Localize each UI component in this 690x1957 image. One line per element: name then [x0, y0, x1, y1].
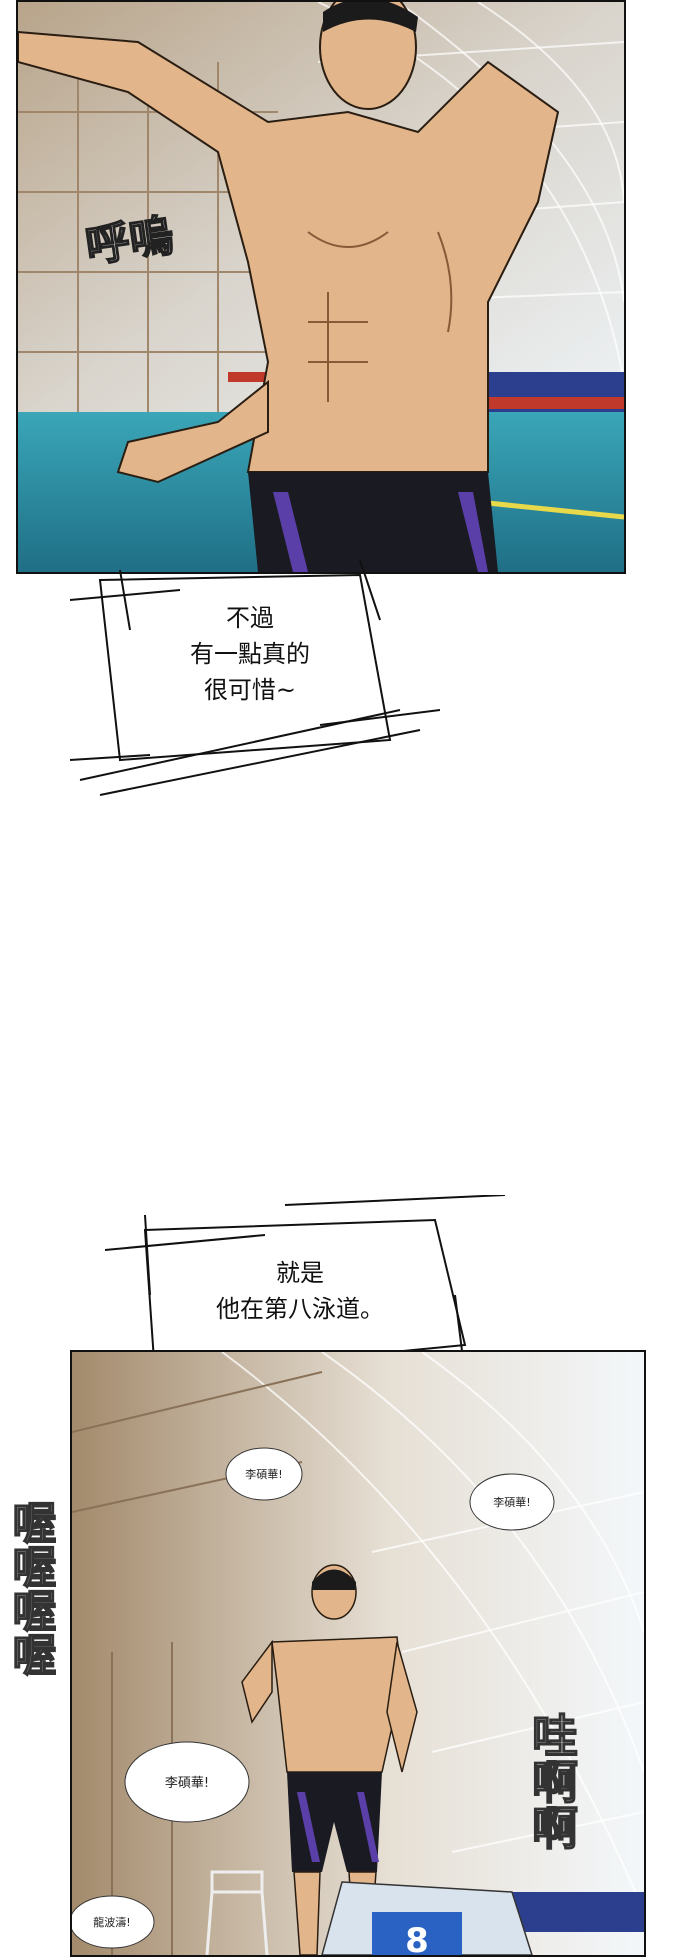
bubble-2-text: 就是 他在第八泳道。	[105, 1255, 495, 1327]
lifeguard-chair	[205, 1870, 269, 1955]
cheer-text: 李碩華!	[165, 1776, 209, 1791]
speech-bubble-2: 就是 他在第八泳道。	[105, 1195, 525, 1415]
top-panel: 呼嗚	[16, 0, 626, 574]
bottom-panel-art: 8 李碩華! 李碩華! 李碩華! 龍波濤! 哇啊啊	[72, 1352, 644, 1955]
bubble-1-text: 不過 有一點真的 很可惜~	[60, 600, 440, 708]
top-panel-art: 呼嗚	[18, 2, 624, 572]
stadium-seats	[228, 372, 624, 412]
dome-grid	[221, 1352, 644, 1913]
lane-number: 8	[405, 1921, 429, 1955]
bottom-panel: 8 李碩華! 李碩華! 李碩華! 龍波濤! 哇啊啊	[70, 1350, 646, 1957]
bubble-1-shape	[69, 560, 440, 796]
lane-rope	[477, 499, 624, 520]
speech-bubble-1: 不過 有一點真的 很可惜~	[60, 560, 440, 800]
cheer-text: 李碩華!	[493, 1495, 530, 1509]
sfx-left-text: 喔喔喔喔	[5, 1500, 56, 1676]
bubble-2-line: 就是	[276, 1259, 324, 1287]
swimmer-figure	[18, 2, 560, 572]
bubble-1-line: 很可惜~	[203, 676, 297, 704]
cheer-text: 李碩華!	[245, 1467, 282, 1481]
bubble-1-line: 不過	[226, 604, 274, 632]
starting-block: 8	[321, 1881, 533, 1955]
sfx-left: 喔喔喔喔	[4, 1499, 57, 1677]
bubble-2-line: 他在第八泳道。	[216, 1295, 384, 1323]
cheer-text: 龍波濤!	[93, 1915, 130, 1929]
sfx-right-text: 哇啊啊	[525, 1712, 579, 1850]
cheer-bubbles: 李碩華! 李碩華! 李碩華! 龍波濤!	[72, 1447, 555, 1949]
bubble-1-line: 有一點真的	[190, 640, 310, 668]
swimmer-figure	[241, 1564, 418, 1955]
wall-panels	[18, 62, 278, 422]
